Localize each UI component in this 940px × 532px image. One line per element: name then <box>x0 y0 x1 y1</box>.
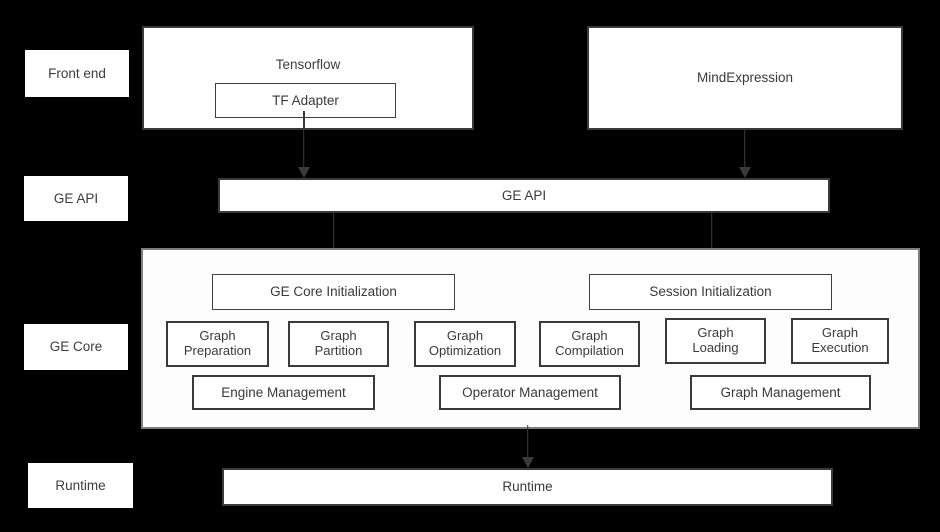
management-graph: Graph Management <box>690 375 871 410</box>
module-graph-partition: Graph Partition <box>288 321 389 367</box>
connector-tf-adapter-stub <box>303 111 305 130</box>
tf-adapter-box: TF Adapter <box>215 83 396 118</box>
layer-label-ge-core: GE Core <box>24 324 128 370</box>
arrow-ge-core-to-runtime <box>521 425 534 468</box>
module-graph-compilation: Graph Compilation <box>539 321 640 367</box>
module-graph-loading: Graph Loading <box>665 318 766 364</box>
tensorflow-title: Tensorflow <box>275 57 341 72</box>
runtime-bar: Runtime <box>222 468 833 506</box>
layer-label-ge-api: GE API <box>24 176 128 221</box>
ge-core-initialization-box: GE Core Initialization <box>212 274 455 310</box>
layer-label-runtime: Runtime <box>28 463 133 508</box>
module-graph-preparation: Graph Preparation <box>166 321 269 367</box>
session-initialization-box: Session Initialization <box>589 274 832 310</box>
frontend-mindexpression-box: MindExpression <box>587 26 903 130</box>
layer-label-front-end: Front end <box>25 50 129 97</box>
module-graph-optimization: Graph Optimization <box>414 321 516 367</box>
module-graph-execution: Graph Execution <box>791 318 889 364</box>
management-operator: Operator Management <box>439 375 621 410</box>
arrow-mindexpression-to-ge-api <box>738 130 751 178</box>
arrow-tf-adapter-to-ge-api <box>297 130 310 178</box>
ge-api-bar: GE API <box>218 178 830 213</box>
management-engine: Engine Management <box>192 375 375 410</box>
frontend-tensorflow-container: Tensorflow TF Adapter <box>142 26 474 130</box>
